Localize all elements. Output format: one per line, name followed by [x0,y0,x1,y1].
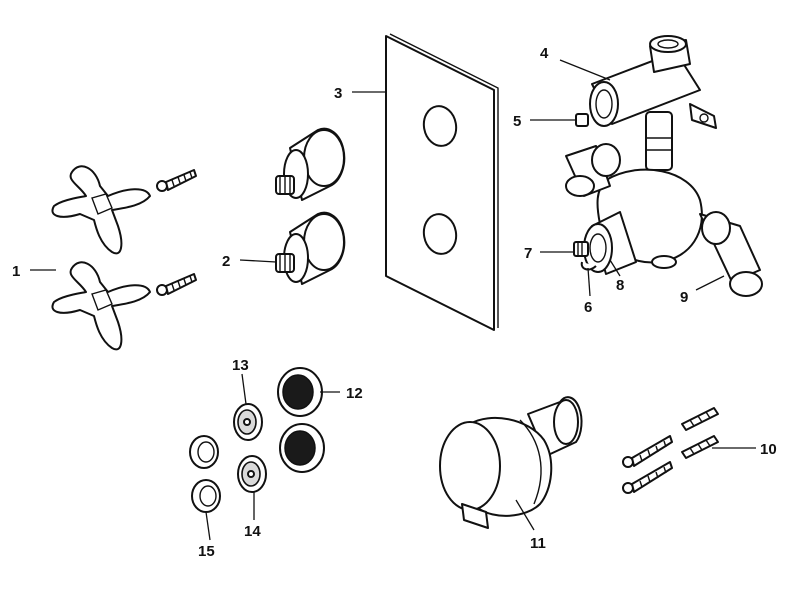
callout-1: 1 [12,263,20,280]
o-ring-lower [191,479,221,513]
left-elbow-fitting [565,143,621,197]
cross-handle-upper [51,165,151,255]
wall-plug-upper [681,407,719,431]
callout-11: 11 [530,535,546,552]
part-4-9-valve-assembly [565,35,763,297]
callout-4: 4 [540,45,549,62]
callout-5: 5 [513,113,521,130]
callout-14: 14 [244,523,261,540]
right-elbow-fitting [699,211,763,297]
wall-plug-lower [681,435,719,459]
filter-seal-lower [279,423,325,473]
callout-9: 9 [680,289,688,306]
wall-screw-upper [622,435,673,468]
callout-labels: 1 2 3 4 5 6 7 8 9 10 11 12 13 14 15 [12,45,777,560]
handle-screw-upper [156,169,197,192]
part-15-o-rings [189,435,221,513]
part-10-wall-fixings [622,407,719,494]
spindle-extension-lower [275,211,346,285]
callout-10: 10 [760,441,777,458]
cross-handle-lower [51,261,151,351]
part-3-faceplate [385,33,499,331]
clip-6 [580,261,597,271]
handle-screw-lower [156,273,197,296]
callout-7: 7 [524,245,532,262]
callout-3: 3 [334,85,342,102]
cartridge-8 [583,211,637,275]
o-ring-upper [189,435,219,469]
part-14-washer-filter-lower [237,455,267,493]
vertical-connector [645,111,673,171]
filter-seal-upper [277,367,323,417]
spindle-extension-upper [275,127,346,201]
part-1-cross-handles [51,165,197,351]
spindle-5 [575,113,589,127]
upper-pipe-body [589,35,717,129]
part-12-filter-seals [277,367,325,473]
callout-13: 13 [232,357,249,374]
part-2-spindle-extensions [275,127,346,285]
callout-12: 12 [346,385,363,402]
leader-lines [30,59,756,541]
spindle-7 [573,241,589,257]
part-11-wall-outlet [439,396,583,529]
callout-15: 15 [198,543,215,560]
callout-2: 2 [222,253,230,270]
part-13-washer-filter-upper [233,403,263,441]
callout-8: 8 [616,277,624,294]
callout-6: 6 [584,299,592,316]
wall-screw-lower [622,461,673,494]
